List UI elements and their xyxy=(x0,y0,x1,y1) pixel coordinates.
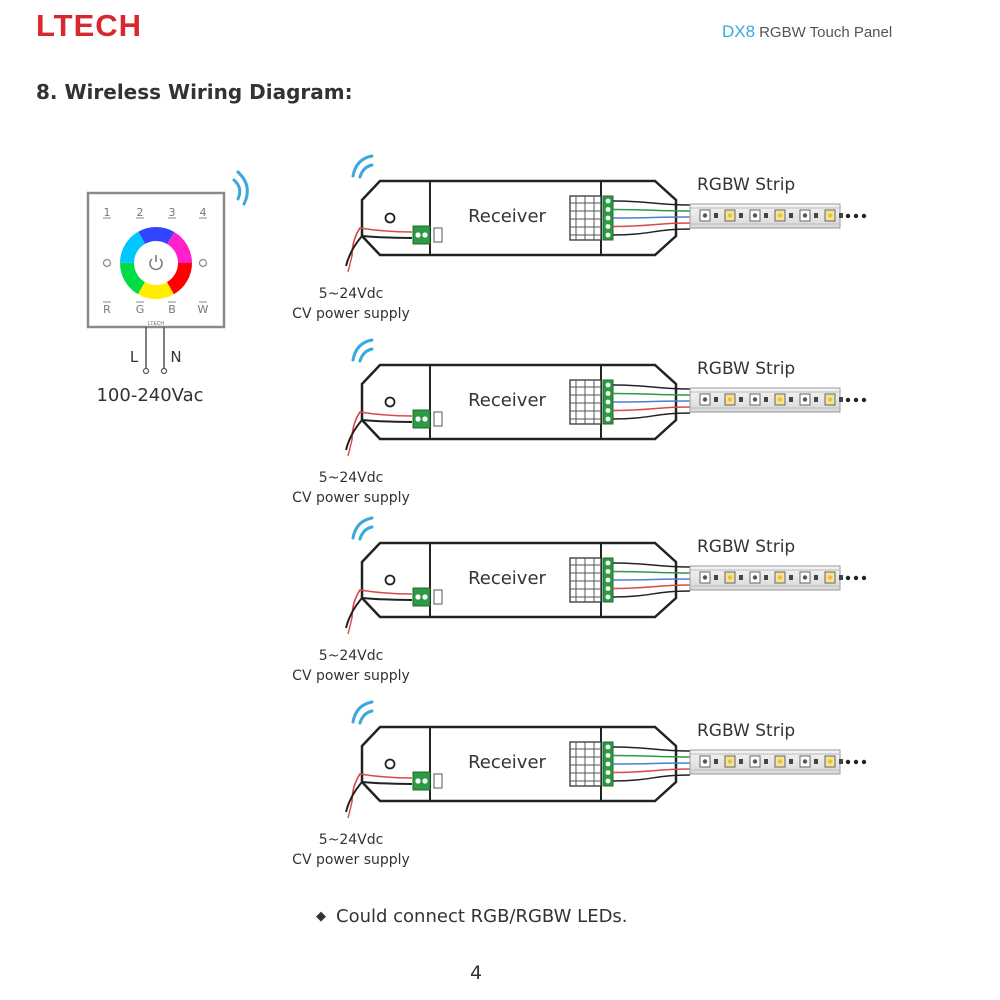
rgbw-led-strip xyxy=(689,387,867,413)
section-title: 8. Wireless Wiring Diagram: xyxy=(36,80,353,104)
zone-label: 3 xyxy=(169,206,176,219)
receiver-label: Receiver xyxy=(468,390,546,411)
zone-label: 4 xyxy=(200,206,207,219)
receiver-unit: Receiver RGBW Strip 5~24Vdc CV power supply xyxy=(292,516,867,684)
channel-label: B xyxy=(168,303,176,316)
rgbw-led-strip xyxy=(689,565,867,591)
brightness-down-icon xyxy=(102,258,112,268)
page-number: 4 xyxy=(470,962,483,984)
wireless-signal-icon xyxy=(351,338,374,363)
continuation-dot xyxy=(861,759,867,765)
neutral-label: N xyxy=(170,348,181,366)
mounting-hole-icon xyxy=(384,758,396,770)
continuation-dot xyxy=(861,213,867,219)
continuation-dot xyxy=(853,759,859,765)
diamond-bullet-icon: ◆ xyxy=(316,909,326,924)
input-voltage: 100-240Vac xyxy=(96,385,203,406)
panel-wireless-icon xyxy=(232,170,249,206)
rgbw-led-strip xyxy=(689,749,867,775)
continuation-dot xyxy=(853,213,859,219)
zone-label: 2 xyxy=(137,206,144,219)
rgbw-led-strip xyxy=(689,203,867,229)
receiver-label: Receiver xyxy=(468,206,546,227)
live-label: L xyxy=(130,348,139,366)
wireless-signal-icon xyxy=(351,516,374,541)
note-text: Could connect RGB/RGBW LEDs. xyxy=(336,906,628,927)
supply-label: CV power supply xyxy=(292,306,410,322)
continuation-dot xyxy=(853,397,859,403)
continuation-dot xyxy=(845,759,851,765)
output-terminal xyxy=(569,557,614,603)
mounting-hole-icon xyxy=(384,396,396,408)
strip-label: RGBW Strip xyxy=(697,537,795,557)
supply-label: CV power supply xyxy=(292,490,410,506)
channel-label: W xyxy=(198,303,209,316)
receiver-unit: Receiver RGBW Strip 5~24Vdc CV power supply xyxy=(292,154,867,322)
strip-label: RGBW Strip xyxy=(697,721,795,741)
receiver-label: Receiver xyxy=(468,752,546,773)
output-terminal xyxy=(569,379,614,425)
power-terminal xyxy=(412,409,431,429)
color-wheel xyxy=(120,227,192,299)
receiver-label: Receiver xyxy=(468,568,546,589)
continuation-dot xyxy=(853,575,859,581)
wireless-signal-icon xyxy=(351,700,374,725)
continuation-dot xyxy=(845,397,851,403)
receiver-unit: Receiver RGBW Strip 5~24Vdc CV power supply xyxy=(292,338,867,506)
power-icon xyxy=(149,255,163,271)
continuation-dot xyxy=(845,213,851,219)
supply-label: CV power supply xyxy=(292,852,410,868)
zone-label: 1 xyxy=(104,206,111,219)
brightness-up-icon xyxy=(198,258,208,268)
mounting-hole-icon xyxy=(384,574,396,586)
continuation-dot xyxy=(845,575,851,581)
strip-label: RGBW Strip xyxy=(697,359,795,379)
receiver-unit: Receiver RGBW Strip 5~24Vdc CV power supply xyxy=(292,700,867,868)
wireless-signal-icon xyxy=(351,154,374,179)
supply-voltage: 5~24Vdc xyxy=(319,648,384,664)
brand-logo: LTECH xyxy=(36,8,143,43)
strip-label: RGBW Strip xyxy=(697,175,795,195)
touch-panel: 1 2 3 4 R G B W LTECH L N 100-240Vac xyxy=(86,170,249,406)
power-terminal xyxy=(412,587,431,607)
channel-label: G xyxy=(136,303,145,316)
channel-label: R xyxy=(103,303,111,316)
supply-voltage: 5~24Vdc xyxy=(319,470,384,486)
output-terminal xyxy=(569,741,614,787)
model-name: DX8 xyxy=(722,22,756,41)
power-terminal xyxy=(412,771,431,791)
output-terminal xyxy=(569,195,614,241)
continuation-dot xyxy=(861,397,867,403)
power-terminal xyxy=(412,225,431,245)
product-title: RGBW Touch Panel xyxy=(759,24,893,41)
continuation-dot xyxy=(861,575,867,581)
supply-voltage: 5~24Vdc xyxy=(319,286,384,302)
mounting-hole-icon xyxy=(384,212,396,224)
compatibility-note: ◆ Could connect RGB/RGBW LEDs. xyxy=(316,906,628,927)
panel-brand-text: LTECH xyxy=(148,321,164,327)
supply-label: CV power supply xyxy=(292,668,410,684)
supply-voltage: 5~24Vdc xyxy=(319,832,384,848)
